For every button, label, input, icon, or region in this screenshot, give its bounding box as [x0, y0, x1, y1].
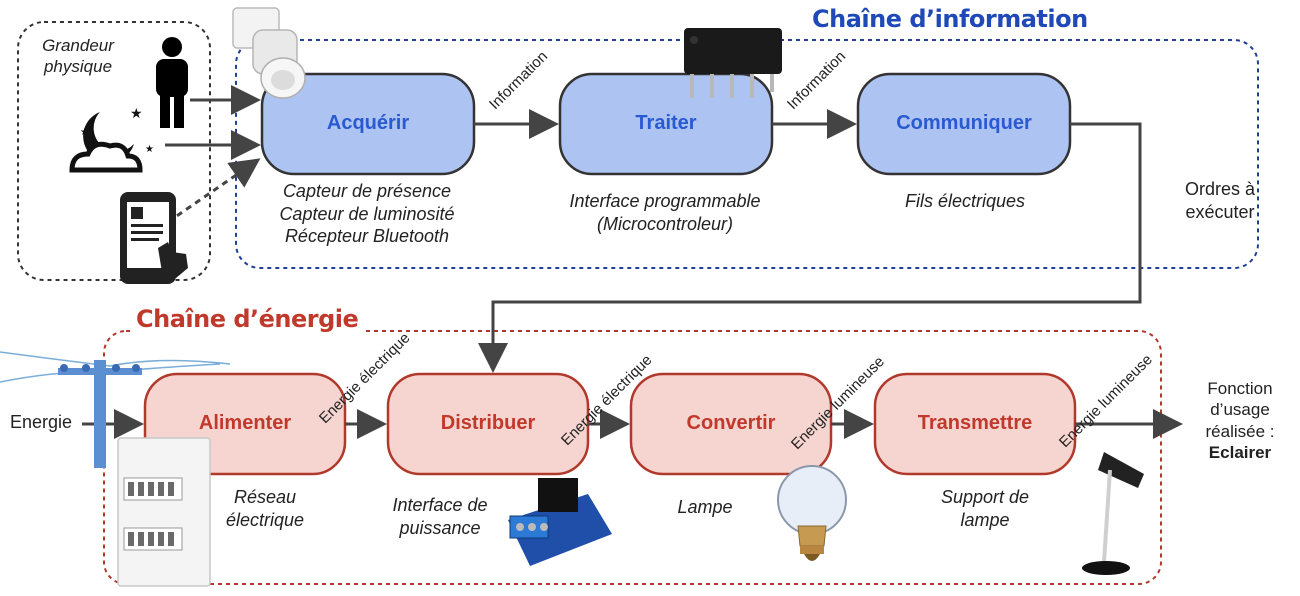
input-group-frame	[17, 21, 211, 281]
output-line-3: réalisée :	[1205, 421, 1275, 441]
convertir-caption: Lampe	[677, 497, 733, 517]
energie-input-label: Energie	[0, 411, 82, 434]
output-line-2: d’usage	[1210, 400, 1270, 420]
traiter-label: Traiter	[635, 112, 697, 134]
caption-interface-programmable: Interface programmable	[569, 191, 761, 211]
microcontroller-icon	[684, 28, 782, 98]
grandeur-line-2: physique	[43, 57, 113, 77]
desk-lamp-icon	[1082, 452, 1144, 575]
power-pole-icon	[0, 351, 231, 468]
arrow-orders	[478, 122, 1142, 373]
svg-text:★: ★	[145, 144, 154, 155]
caption-puissance: puissance	[399, 517, 481, 538]
caption-support-de: Support de	[940, 487, 1030, 507]
caption-capteur-presence: Capteur de présence	[282, 181, 452, 201]
caption-capteur-luminosite: Capteur de luminosité	[279, 203, 455, 224]
presence-sensor-icon	[232, 7, 306, 99]
output-label: Fonction d’usage réalisée : Eclairer	[1185, 378, 1295, 463]
transmettre-caption: Support de lampe	[920, 486, 1050, 531]
communiquer-caption: Fils électriques	[904, 191, 1026, 211]
alimenter-label: Alimenter	[198, 412, 292, 434]
distribuer-caption: Interface de puissance	[380, 494, 500, 539]
ordres-line-2: exécuter	[1185, 201, 1255, 222]
arrow-bluetooth-to-acquerir	[167, 158, 261, 224]
light-bulb-icon	[777, 465, 847, 561]
transmettre-label: Transmettre	[917, 412, 1033, 434]
night-moon-icon: ★ ★ ★	[69, 105, 154, 173]
distribuer-label: Distribuer	[440, 412, 536, 434]
person-icon	[156, 37, 188, 128]
svg-text:★: ★	[80, 127, 89, 138]
caption-electrique: électrique	[225, 509, 305, 530]
caption-lampe: lampe	[960, 509, 1010, 530]
caption-recepteur-bluetooth: Récepteur Bluetooth	[284, 226, 450, 246]
communiquer-label: Communiquer	[896, 112, 1032, 134]
output-eclairer: Eclairer	[1208, 442, 1272, 462]
ordres-label: Ordres à exécuter	[1160, 178, 1280, 223]
electrical-panel-icon	[117, 437, 211, 587]
traiter-caption: Interface programmable (Microcontroleur)	[520, 190, 810, 235]
grandeur-line-1: Grandeur	[42, 36, 114, 55]
alimenter-caption: Réseau électrique	[210, 486, 320, 531]
svg-text:★: ★	[130, 105, 143, 121]
ordres-line-1: Ordres à	[1184, 179, 1256, 199]
acquerir-caption: Capteur de présence Capteur de luminosit…	[232, 180, 502, 248]
energy-chain-title: Chaîne d’énergie	[132, 305, 363, 333]
caption-interface-de: Interface de	[392, 495, 488, 515]
info-chain-title: Chaîne d’information	[808, 5, 1092, 33]
output-line-1: Fonction	[1207, 379, 1273, 398]
convertir-label: Convertir	[686, 412, 776, 434]
grandeur-physique-label: Grandeur physique	[28, 35, 128, 78]
acquerir-label: Acquérir	[326, 112, 410, 134]
smartphone-icon	[120, 192, 188, 284]
caption-microcontroleur: (Microcontroleur)	[596, 213, 734, 234]
relay-board-icon	[508, 478, 612, 566]
caption-reseau: Réseau	[233, 487, 297, 507]
